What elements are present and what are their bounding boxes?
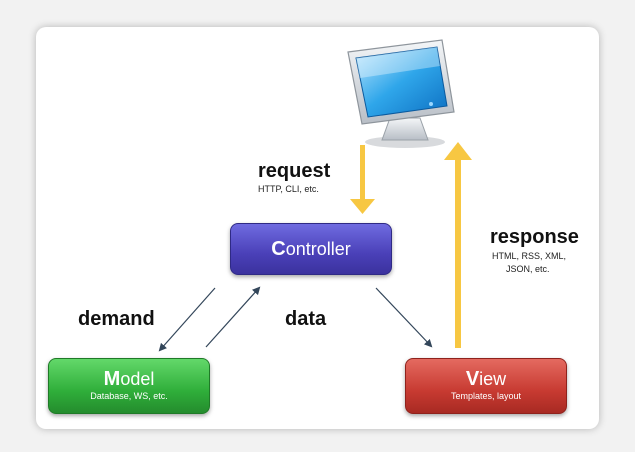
demand-label: demand: [78, 308, 155, 330]
demand-arrow: [158, 287, 216, 352]
data-label: data: [285, 308, 327, 330]
response-label: response: [490, 226, 579, 248]
response-sublabel-line1: HTML, RSS, XML,: [492, 251, 567, 261]
view-subtitle: Templates, layout: [450, 391, 522, 401]
model-box: Model Database, WS, etc.: [48, 358, 210, 414]
model-subtitle: Database, WS, etc.: [90, 391, 168, 401]
response-sublabel-line2: JSON, etc.: [506, 264, 550, 274]
data-arrow-to-controller: [205, 286, 261, 348]
response-arrow: [444, 142, 472, 348]
request-label: request: [258, 160, 331, 182]
controller-title: Controller: [271, 238, 351, 260]
controller-box: Controller: [230, 223, 392, 275]
model-title: Model: [103, 368, 155, 390]
request-arrow: [350, 145, 375, 214]
view-title: View: [465, 368, 507, 390]
computer-monitor-icon: [347, 39, 455, 148]
view-box: View Templates, layout: [405, 358, 567, 414]
controller-to-view-arrow: [375, 287, 433, 348]
request-sublabel: HTTP, CLI, etc.: [258, 184, 319, 194]
